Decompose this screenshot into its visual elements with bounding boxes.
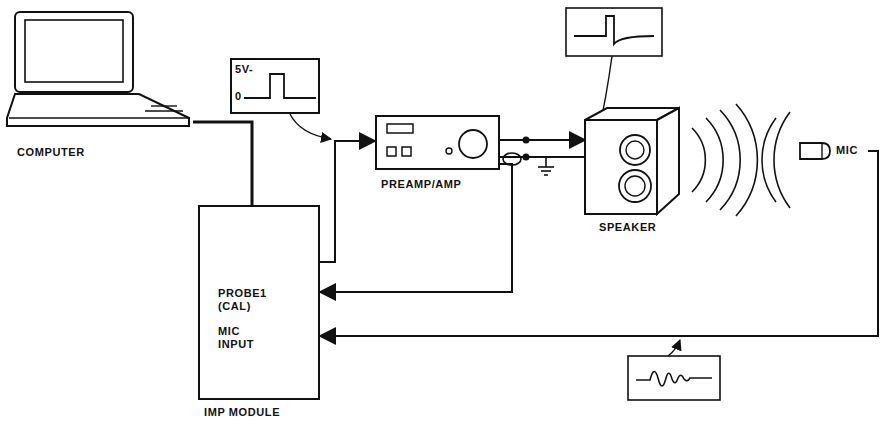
speaker-wire xyxy=(500,156,585,158)
device-label: IMP MODULE xyxy=(204,406,280,419)
leader-arrow xyxy=(290,114,331,139)
signal-wire xyxy=(320,164,512,292)
waveform-inset xyxy=(628,356,720,400)
signal-wire xyxy=(320,141,375,262)
speaker: SPEAKER xyxy=(585,108,680,216)
device-label: COMPUTER xyxy=(17,146,85,159)
signal-wire xyxy=(193,122,252,205)
voltage-label: 5V- xyxy=(235,63,253,76)
waveform-trace xyxy=(574,16,654,44)
microphone: MIC xyxy=(800,139,868,163)
waveform-inset xyxy=(566,8,662,56)
imp-module-box: PROBE1 (CAL)MIC INPUTIMP MODULE xyxy=(198,205,320,400)
sound-waves xyxy=(692,104,790,216)
leader-arrow xyxy=(668,340,680,356)
amplifier-drawing xyxy=(377,117,498,168)
waveform-trace xyxy=(636,371,712,386)
junction-dot xyxy=(523,154,530,161)
ground-symbol xyxy=(538,157,554,175)
waveform-inset: 5V- 0 xyxy=(230,58,320,114)
device-label: PREAMP/AMP xyxy=(381,178,462,191)
signal-wire xyxy=(500,139,585,141)
port-label: PROBE1 (CAL) xyxy=(218,287,278,313)
amplifier: PREAMP/AMP xyxy=(375,115,500,170)
port-label: MIC INPUT xyxy=(218,325,278,351)
speaker-drawing xyxy=(585,108,680,216)
voltage-label: 0 xyxy=(235,90,242,103)
device-label: MIC xyxy=(836,144,858,157)
computer: COMPUTER xyxy=(5,10,193,135)
device-label: SPEAKER xyxy=(599,221,656,234)
computer-drawing xyxy=(5,10,193,135)
